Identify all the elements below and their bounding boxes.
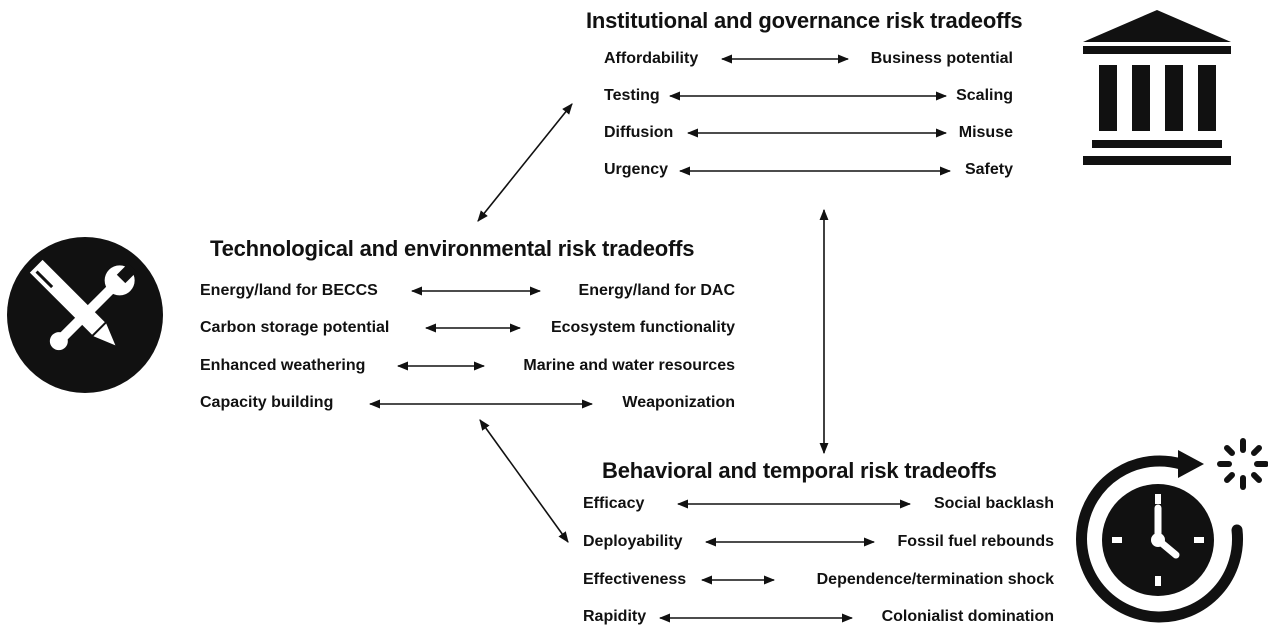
technological-pair-1-right: Energy/land for DAC	[578, 282, 735, 299]
institutional-pair-2-right: Scaling	[956, 87, 1013, 104]
behavioral-pair-3-right: Dependence/termination shock	[816, 571, 1054, 588]
technological-pair-2-right: Ecosystem functionality	[550, 319, 735, 336]
technological-pair-3-right: Marine and water resources	[523, 357, 735, 374]
institutional-pair-3-right: Misuse	[958, 124, 1013, 141]
technological-pair-4-left: Capacity building	[200, 394, 334, 411]
behavioral-pair-1-right: Social backlash	[933, 495, 1054, 512]
behavioral-pair-3-left: Effectiveness	[583, 571, 687, 588]
institutional-pair-2-left: Testing	[604, 87, 660, 104]
behavioral-pair-4-left: Rapidity	[583, 608, 647, 625]
wrench-and-pencil-icon	[7, 237, 163, 393]
behavioral-pair-1-left: Efficacy	[583, 495, 645, 512]
technological-pair-4-right: Weaponization	[622, 394, 735, 411]
behavioral-pair-2-right: Fossil fuel rebounds	[897, 533, 1054, 550]
technological-pair-3-left: Enhanced weathering	[200, 357, 366, 374]
clock-with-circular-arrow-icon	[1076, 438, 1268, 623]
institutional-pair-1-right: Business potential	[870, 50, 1013, 67]
behavioral-pair-2-left: Deployability	[583, 533, 683, 550]
connector-tech-to-institutional-arrow	[477, 103, 573, 222]
technological-title: Technological and environmental risk tra…	[210, 236, 695, 261]
institutional-pair-1-left: Affordability	[604, 50, 699, 67]
institutional-title: Institutional and governance risk tradeo…	[586, 8, 1023, 33]
institutional-pair-3-left: Diffusion	[604, 124, 674, 141]
institutional-pair-4-right: Safety	[964, 161, 1013, 178]
behavioral-pair-4-right: Colonialist domination	[881, 608, 1054, 625]
technological-pair-2-left: Carbon storage potential	[200, 319, 390, 336]
connector-tech-to-behavioral-arrow	[479, 419, 569, 543]
behavioral-title: Behavioral and temporal risk tradeoffs	[602, 458, 997, 483]
technological-pair-1-left: Energy/land for BECCS	[200, 282, 378, 299]
government-building-icon	[1083, 10, 1231, 165]
institutional-pair-4-left: Urgency	[604, 161, 669, 178]
